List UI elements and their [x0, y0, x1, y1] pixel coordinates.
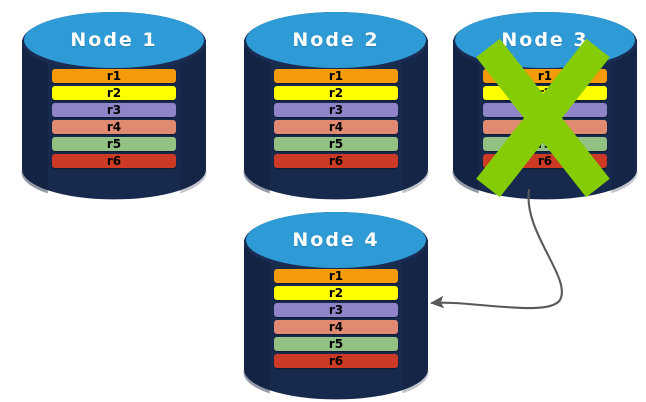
data-row-label: r5 [106, 137, 122, 151]
data-row[interactable]: r5 [52, 137, 176, 151]
data-row[interactable]: r3 [52, 103, 176, 117]
data-row[interactable]: r6 [274, 354, 398, 368]
data-row[interactable]: r1 [483, 69, 607, 83]
data-row[interactable]: r2 [483, 86, 607, 100]
data-row-label: r1 [537, 69, 553, 83]
data-row[interactable]: r3 [274, 303, 398, 317]
cylinder-left-shade [243, 240, 270, 394]
data-row[interactable]: r2 [274, 286, 398, 300]
cylinder-right-shade [611, 40, 638, 194]
data-row-label: r5 [537, 137, 553, 151]
data-row[interactable]: r1 [274, 69, 398, 83]
row-list: r1 r2 r3 r4 r5 r6 [22, 69, 206, 168]
data-row[interactable]: r3 [274, 103, 398, 117]
data-row[interactable]: r4 [52, 120, 176, 134]
cylinder-right-shade [402, 240, 429, 394]
data-row-label: r3 [328, 303, 344, 317]
cylinder-left-shade [21, 40, 48, 194]
row-list: r1 r2 r3 r4 r5 r6 [453, 69, 637, 168]
data-row-label: r5 [328, 137, 344, 151]
cylinder-top-face [246, 212, 426, 268]
row-list: r1 r2 r3 r4 r5 r6 [244, 269, 428, 368]
data-row-label: r1 [106, 69, 122, 83]
data-row[interactable]: r2 [52, 86, 176, 100]
data-row[interactable]: r6 [274, 154, 398, 168]
data-row[interactable]: r6 [483, 154, 607, 168]
data-row-label: r4 [106, 120, 122, 134]
data-row[interactable]: r1 [52, 69, 176, 83]
data-row[interactable]: r5 [274, 137, 398, 151]
data-row[interactable]: r4 [274, 320, 398, 334]
data-row-label: r3 [106, 103, 122, 117]
data-row[interactable]: r4 [483, 120, 607, 134]
cylinder-right-shade [402, 40, 429, 194]
data-row-label: r4 [537, 120, 553, 134]
data-row-label: r2 [106, 86, 122, 100]
data-row-label: r2 [328, 86, 344, 100]
cylinder-right-shade [180, 40, 207, 194]
data-row-label: r5 [328, 337, 344, 351]
data-row-label: r6 [106, 154, 122, 168]
data-row-label: r1 [328, 69, 344, 83]
data-row-label: r2 [537, 86, 553, 100]
data-row-label: r3 [328, 103, 344, 117]
cylinder-top-face [246, 12, 426, 68]
data-row-label: r6 [537, 154, 553, 168]
data-row[interactable]: r3 [483, 103, 607, 117]
data-row-label: r3 [537, 103, 553, 117]
row-list: r1 r2 r3 r4 r5 r6 [244, 69, 428, 168]
data-row[interactable]: r6 [52, 154, 176, 168]
data-row-label: r6 [328, 154, 344, 168]
cylinder-top-face [24, 12, 204, 68]
data-row-label: r4 [328, 320, 344, 334]
data-row-label: r1 [328, 269, 344, 283]
data-row[interactable]: r5 [274, 337, 398, 351]
data-row-label: r2 [328, 286, 344, 300]
data-row[interactable]: r4 [274, 120, 398, 134]
data-row[interactable]: r1 [274, 269, 398, 283]
data-row[interactable]: r5 [483, 137, 607, 151]
cylinder-top-face [455, 12, 635, 68]
data-row[interactable]: r2 [274, 86, 398, 100]
cylinder-left-shade [243, 40, 270, 194]
data-row-label: r4 [328, 120, 344, 134]
data-row-label: r6 [328, 354, 344, 368]
cylinder-left-shade [452, 40, 479, 194]
